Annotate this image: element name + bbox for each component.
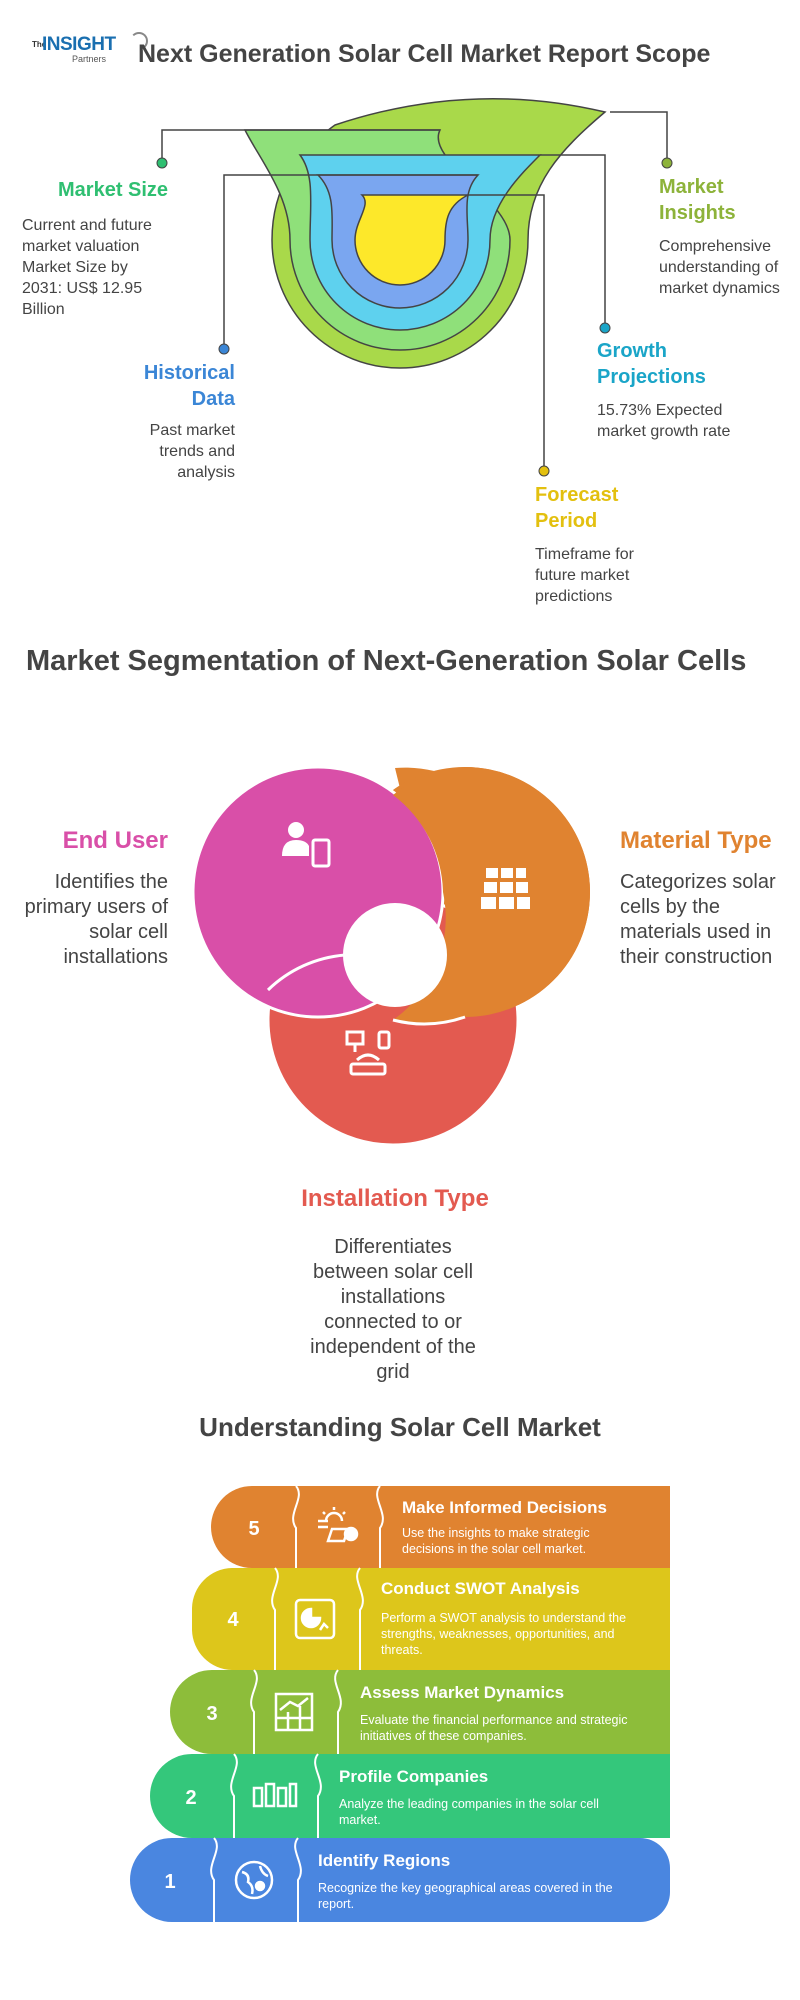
installation-title: Installation Type [301, 1185, 489, 1212]
step-1-num: 1 [164, 1871, 175, 1893]
insights-dot [661, 157, 673, 169]
step-5-title: Make Informed Decisions [402, 1498, 607, 1517]
step-2-num: 2 [185, 1787, 196, 1809]
market-size-dot [156, 157, 168, 169]
step-4-desc-1: Perform a SWOT analysis to understand th… [381, 1611, 626, 1625]
step-4-num: 4 [227, 1609, 239, 1631]
step-5-desc-2: decisions in the solar cell market. [402, 1542, 586, 1556]
segmentation-title: Market Segmentation of Next-Generation S… [26, 645, 747, 677]
material-title: Material Type [620, 827, 772, 854]
steps-title: Understanding Solar Cell Market [199, 1412, 601, 1442]
step-4: 4 Conduct SWOT Analysis Perform a SWOT a… [192, 1567, 670, 1670]
step-4-desc-3: threats. [381, 1643, 423, 1657]
forecast-title: Forecast Period [535, 484, 619, 532]
step-3-title: Assess Market Dynamics [360, 1683, 564, 1702]
step-2: 2 Profile Companies Analyze the leading … [150, 1753, 670, 1838]
step-4-title: Conduct SWOT Analysis [381, 1579, 580, 1598]
step-4-desc-2: strengths, weaknesses, opportunities, an… [381, 1627, 615, 1641]
growth-chart-icon [274, 1692, 314, 1732]
solar-panel-icon [481, 868, 530, 909]
steps-diagram: 5 Make Informed Decisions Use the insigh… [130, 1485, 670, 1922]
step-5: 5 Make Informed Decisions Use the insigh… [211, 1485, 670, 1568]
insight-partners-logo: The INSIGHT Partners [30, 32, 148, 74]
pie-report-icon [294, 1598, 336, 1640]
growth-title: Growth Projections [597, 340, 706, 388]
step-3: 3 Assess Market Dynamics Evaluate the fi… [170, 1669, 670, 1754]
globe-icon [234, 1860, 274, 1900]
buildings-icon [252, 1782, 298, 1808]
scope-rings-diagram [156, 97, 673, 477]
step-5-num: 5 [248, 1518, 259, 1540]
historical-desc: Past market trends and analysis [149, 422, 235, 481]
segmentation-diagram [191, 765, 590, 1147]
user-device-icon [282, 822, 331, 868]
installation-desc: Differentiates between solar cell instal… [310, 1236, 476, 1383]
forecast-desc: Timeframe for future market predictions [535, 546, 634, 605]
end-user-desc: Identifies the primary users of solar ce… [24, 871, 168, 968]
step-2-desc-2: market. [339, 1813, 381, 1827]
forecast-dot [538, 465, 550, 477]
network-icon [345, 1030, 391, 1076]
growth-dot [599, 322, 611, 334]
step-2-desc-1: Analyze the leading companies in the sol… [339, 1797, 599, 1811]
logo-arc-icon [130, 32, 148, 50]
historical-dot [218, 343, 230, 355]
report-scope-title: Next Generation Solar Cell Market Report… [138, 40, 711, 68]
step-1-desc-1: Recognize the key geographical areas cov… [318, 1881, 613, 1895]
insights-title: Market Insights [659, 176, 736, 224]
market-size-title: Market Size [58, 179, 169, 201]
material-desc: Categorizes solar cells by the materials… [620, 871, 776, 968]
insights-desc: Comprehensive understanding of market dy… [659, 238, 780, 297]
step-5-desc-1: Use the insights to make strategic [402, 1526, 590, 1540]
market-size-desc: Current and future market valuation Mark… [22, 217, 152, 318]
historical-title: Historical Data [143, 362, 235, 410]
step-1: 1 Identify Regions Recognize the key geo… [130, 1837, 670, 1922]
market-size-block: Market Size [58, 177, 238, 203]
step-3-num: 3 [206, 1703, 217, 1725]
sun-chart-icon [318, 1507, 359, 1543]
step-1-title: Identify Regions [318, 1851, 450, 1870]
step-2-title: Profile Companies [339, 1767, 488, 1786]
ring-forecast [354, 194, 469, 286]
step-3-desc-2: initiatives of these companies. [360, 1729, 527, 1743]
growth-desc: 15.73% Expected market growth rate [597, 402, 731, 440]
end-user-title: End User [62, 827, 168, 854]
step-3-desc-1: Evaluate the financial performance and s… [360, 1713, 628, 1727]
step-1-desc-2: report. [318, 1897, 354, 1911]
